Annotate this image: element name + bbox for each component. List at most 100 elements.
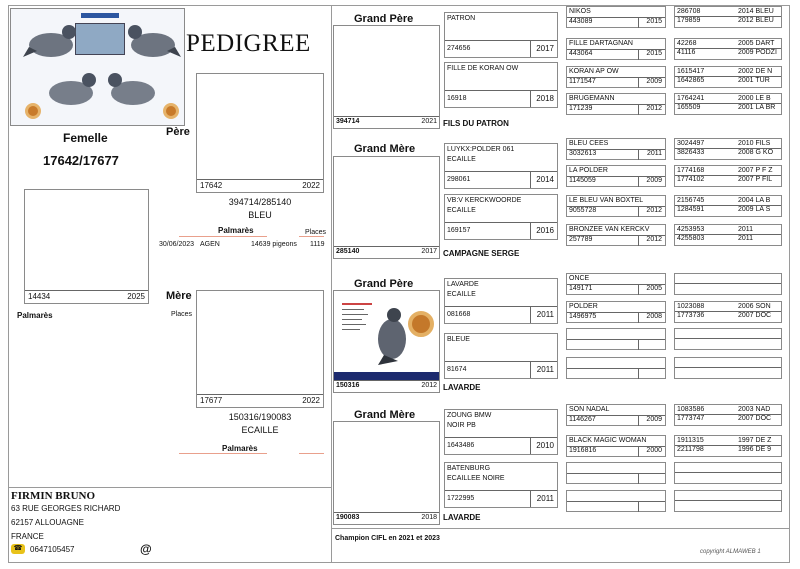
owner-country: FRANCE xyxy=(11,532,44,541)
gp1-year: 2021 xyxy=(421,118,437,125)
g4-year: 2005 xyxy=(646,285,662,292)
g5-ring: 1911315 xyxy=(677,437,704,444)
g4-box xyxy=(566,328,666,350)
cell-divider xyxy=(638,285,639,295)
subject-photo-box: 14434 2025 xyxy=(24,189,149,304)
mother-label: Mère xyxy=(166,290,192,302)
gp1-ring-row: 394714 2021 xyxy=(334,116,439,128)
ggp-ring: 1722995 xyxy=(447,495,475,502)
g5-text: 1997 DE Z xyxy=(738,437,772,444)
ggp-name: PATRON xyxy=(447,15,476,22)
cell-divider xyxy=(530,438,531,454)
cell-divider xyxy=(530,307,531,323)
g5-text: 1996 DE 9 xyxy=(738,446,772,453)
g5-text: 2010 FILS xyxy=(738,140,771,147)
cell-divider xyxy=(638,313,639,323)
ggp-ring: 169157 xyxy=(447,227,471,234)
mother-ring-row: 17677 2022 xyxy=(197,394,323,407)
g4-ring-row xyxy=(567,368,665,379)
pigeon-image xyxy=(128,25,181,57)
cell-divider xyxy=(638,502,639,512)
g5-text: 2004 LA B xyxy=(738,197,771,204)
g5-text: 2005 DART xyxy=(738,40,775,47)
card-rule xyxy=(342,319,362,320)
g4-ring-row xyxy=(567,339,665,350)
ggp-ring: 081668 xyxy=(447,311,471,318)
g4-year: 2012 xyxy=(646,236,662,243)
email-icon[interactable]: @ xyxy=(140,542,152,556)
gp2-eye-image xyxy=(408,311,434,337)
ggp-name-2: ECAILLE xyxy=(447,156,476,163)
g4-name: BRONZEE VAN KERCKV xyxy=(569,226,650,233)
g5-text: 2007 DOC xyxy=(738,415,772,422)
g4-year: 2009 xyxy=(646,416,662,423)
owner-phone[interactable]: 0647105457 xyxy=(30,545,75,554)
ggp-name: BLEUE xyxy=(447,336,470,343)
ggp-name-2: ECAILLE xyxy=(447,207,476,214)
cell-divider xyxy=(638,416,639,426)
ggp-year: 2010 xyxy=(536,441,554,450)
g5-text: 2000 LE B xyxy=(738,95,771,102)
g5-box xyxy=(674,328,782,350)
cell-divider xyxy=(638,18,639,28)
g5-ring: 3024497 xyxy=(677,140,705,147)
g5-ring: 1284591 xyxy=(677,206,705,213)
g5-ring: 4253953 xyxy=(677,226,705,233)
g5-text: 2002 DE N xyxy=(738,68,773,75)
card-rule xyxy=(342,324,366,325)
underline xyxy=(299,236,324,237)
ggp-name: BATENBURG xyxy=(447,465,491,472)
cell-divider xyxy=(530,223,531,239)
cell-divider xyxy=(638,150,639,160)
g5-ring: 4255803 xyxy=(677,235,705,242)
eye-image xyxy=(163,103,179,119)
result-date: 30/06/2023 xyxy=(159,241,195,248)
g4-name: BLACK MAGIC WOMAN xyxy=(569,437,647,444)
g4-box: SON NADAL 1146267 2009 xyxy=(566,404,666,426)
g4-ring: 1146267 xyxy=(569,416,596,423)
gm2-year: 2018 xyxy=(421,514,437,521)
g4-name: BRUGEMANN xyxy=(569,95,615,102)
ggp-year: 2016 xyxy=(536,226,554,235)
cell-divider xyxy=(530,91,531,107)
gp2-photo-band xyxy=(334,372,439,380)
g4-name: BLEU CEES xyxy=(569,140,609,147)
gp2-ring: 150316 xyxy=(336,382,360,389)
g5-text: 2012 BLEU xyxy=(738,17,774,24)
g5-text: 2001 TUR xyxy=(738,77,770,84)
mother-year: 2022 xyxy=(302,396,320,405)
cell-divider xyxy=(638,447,639,457)
subject-ring: 17642/17677 xyxy=(43,153,119,168)
g5-ring: 1773747 xyxy=(677,415,705,422)
g4-name: SON NADAL xyxy=(569,406,610,413)
g4-year: 2009 xyxy=(646,78,662,85)
g4-name: FILLE DARTAGNAN xyxy=(569,40,633,47)
cell-divider xyxy=(638,50,639,60)
g5-ring: 41116 xyxy=(677,49,696,56)
cell-divider xyxy=(638,369,639,379)
gm1-ring-row: 285140 2017 xyxy=(334,246,439,258)
ggp-ring-row: 169157 2016 xyxy=(445,222,557,239)
champion-note: Champion CIFL en 2021 et 2023 xyxy=(335,535,440,542)
